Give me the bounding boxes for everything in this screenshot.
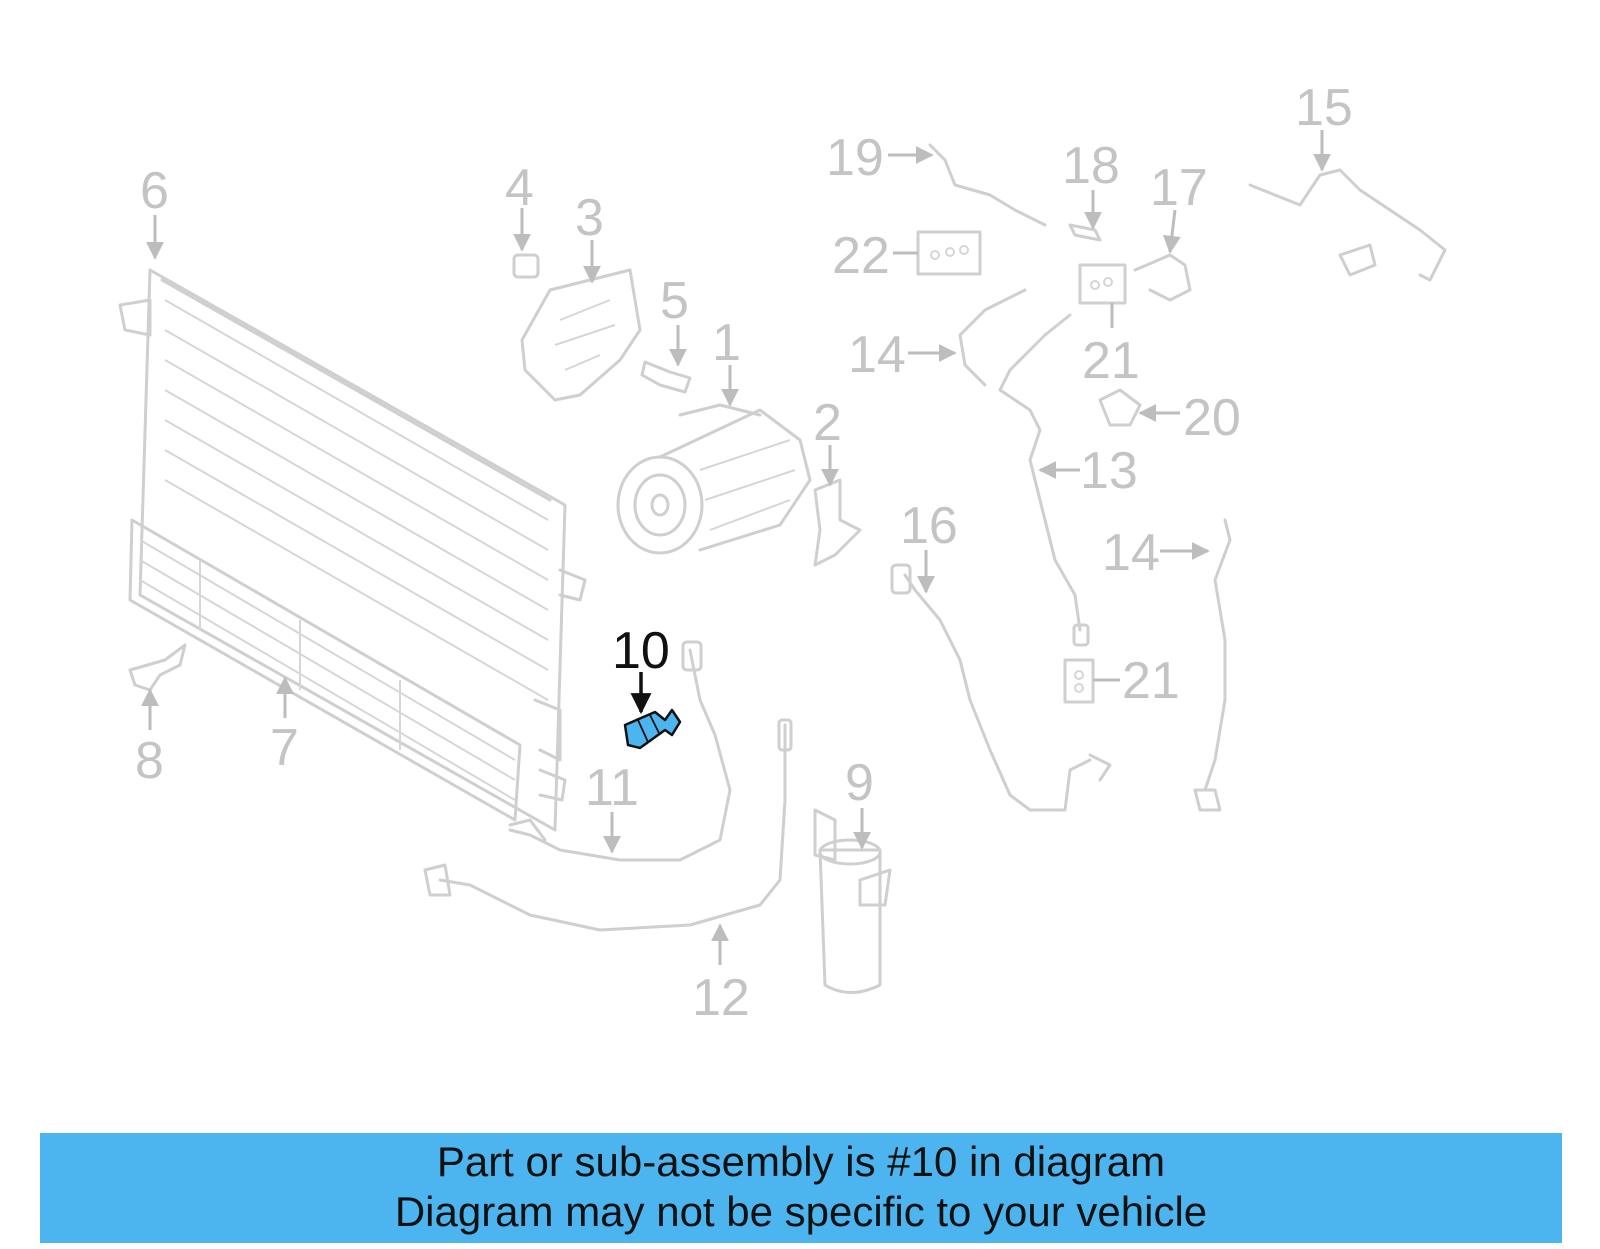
hose-part-11 (508, 640, 732, 862)
label-12: 12 (692, 969, 750, 1027)
bracket-part-2 (813, 478, 862, 567)
condenser (118, 268, 587, 832)
banner-line-2: Diagram may not be specific to your vehi… (394, 1188, 1208, 1235)
label-6: 6 (140, 162, 169, 220)
label-15: 15 (1295, 79, 1353, 137)
seal-kit-part-21-lower (1063, 658, 1095, 704)
label-9: 9 (845, 754, 874, 812)
label-18: 18 (1062, 137, 1120, 195)
seal-kit-part-21-top (1078, 263, 1127, 305)
label-7: 7 (270, 719, 299, 777)
line-part-14-lower (1193, 518, 1232, 812)
pressure-switch-part-10 (623, 708, 682, 750)
label-17: 17 (1150, 159, 1208, 217)
label-21-lower: 21 (1122, 652, 1180, 710)
cap-part-4 (512, 253, 540, 279)
seal-kit-part-22 (916, 230, 982, 276)
line-part-13 (998, 313, 1090, 647)
bolt-part-5 (640, 360, 692, 394)
info-banner: Part or sub-assembly is #10 in diagram D… (40, 1133, 1562, 1243)
label-10: 10 (612, 622, 670, 680)
bracket-part-3 (520, 268, 642, 402)
banner-line-1: Part or sub-assembly is #10 in diagram (436, 1138, 1166, 1185)
label-19: 19 (826, 129, 884, 187)
line-part-14-upper (958, 288, 1027, 387)
label-3: 3 (575, 189, 604, 247)
compressor-part-1 (616, 403, 812, 555)
line-part-15 (1248, 168, 1447, 282)
label-21-top: 21 (1082, 332, 1140, 390)
valve-part-18 (1068, 223, 1102, 242)
label-14-lower: 14 (1102, 524, 1160, 582)
label-5: 5 (660, 272, 689, 330)
label-16: 16 (900, 497, 958, 555)
label-14-upper: 14 (848, 326, 906, 384)
label-1: 1 (712, 314, 741, 372)
label-4: 4 (505, 159, 534, 217)
callout-labels: 1 2 3 4 5 6 7 8 9 10 11 12 13 14 14 15 1… (135, 79, 1353, 1027)
line-part-17 (1133, 253, 1192, 302)
line-part-16 (890, 563, 1112, 812)
label-2: 2 (813, 394, 842, 452)
line-part-19 (928, 143, 1047, 227)
label-22: 22 (832, 227, 890, 285)
hose-part-12 (423, 718, 793, 932)
label-20: 20 (1183, 389, 1241, 447)
receiver-drier-part-9 (813, 808, 892, 994)
bracket-part-8 (128, 643, 187, 692)
label-8: 8 (135, 732, 164, 790)
switch-part-20 (1098, 388, 1142, 427)
label-13: 13 (1080, 442, 1138, 500)
label-11: 11 (585, 759, 639, 817)
leader-arrows (141, 130, 1331, 965)
